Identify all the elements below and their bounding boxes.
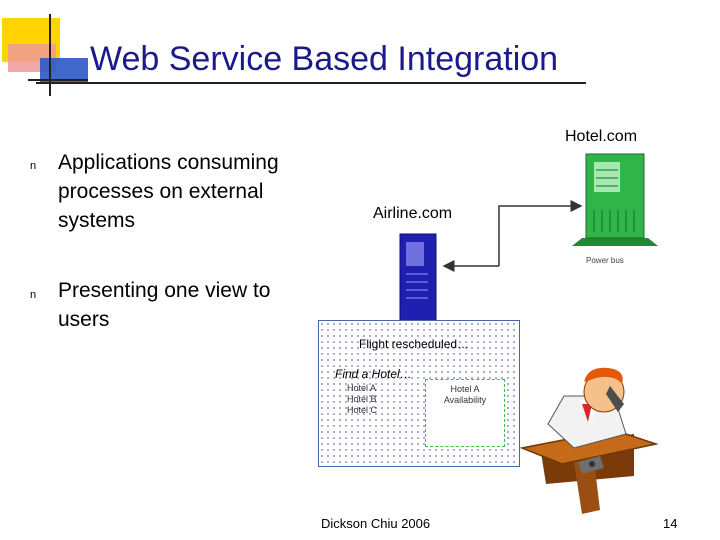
- slide-title: Web Service Based Integration: [90, 40, 559, 78]
- airline-server-icon: [399, 233, 437, 323]
- hotel-list-item[interactable]: Hotel C: [347, 405, 378, 415]
- hotel-server-label: Hotel.com: [565, 128, 638, 145]
- hotel-list: Hotel A Hotel B Hotel C: [347, 383, 377, 416]
- availability-box: Hotel A Availability: [425, 379, 505, 447]
- availability-label: Availability: [443, 395, 487, 405]
- hotel-server-caption: Power bus: [586, 256, 624, 265]
- hotel-list-item[interactable]: Hotel B: [347, 394, 377, 404]
- availability-hotel-name: Hotel A: [450, 384, 480, 394]
- footer-author: Dickson Chiu 2006: [321, 516, 431, 531]
- bullet-text-2: Presenting one view to users: [58, 279, 271, 331]
- corner-logo: [2, 14, 88, 96]
- screen-mockup: Flight rescheduled… Find a Hotel… Hotel …: [318, 320, 520, 467]
- hotel-list-item[interactable]: Hotel A: [347, 383, 377, 393]
- bullet-marker-1: n: [30, 160, 37, 172]
- man-on-phone-illustration: [519, 367, 658, 514]
- find-hotel-label: Find a Hotel…: [335, 367, 412, 381]
- hotel-server-icon: [572, 153, 658, 246]
- connector-arrows: [442, 200, 583, 272]
- page-number: 14: [663, 516, 678, 531]
- bullet-text-1: Applications consuming processes on exte…: [58, 151, 279, 232]
- airline-server-label: Airline.com: [373, 205, 453, 222]
- title-divider: [36, 82, 586, 84]
- flight-rescheduled-message: Flight rescheduled…: [359, 337, 470, 351]
- bullet-marker-2: n: [30, 289, 37, 301]
